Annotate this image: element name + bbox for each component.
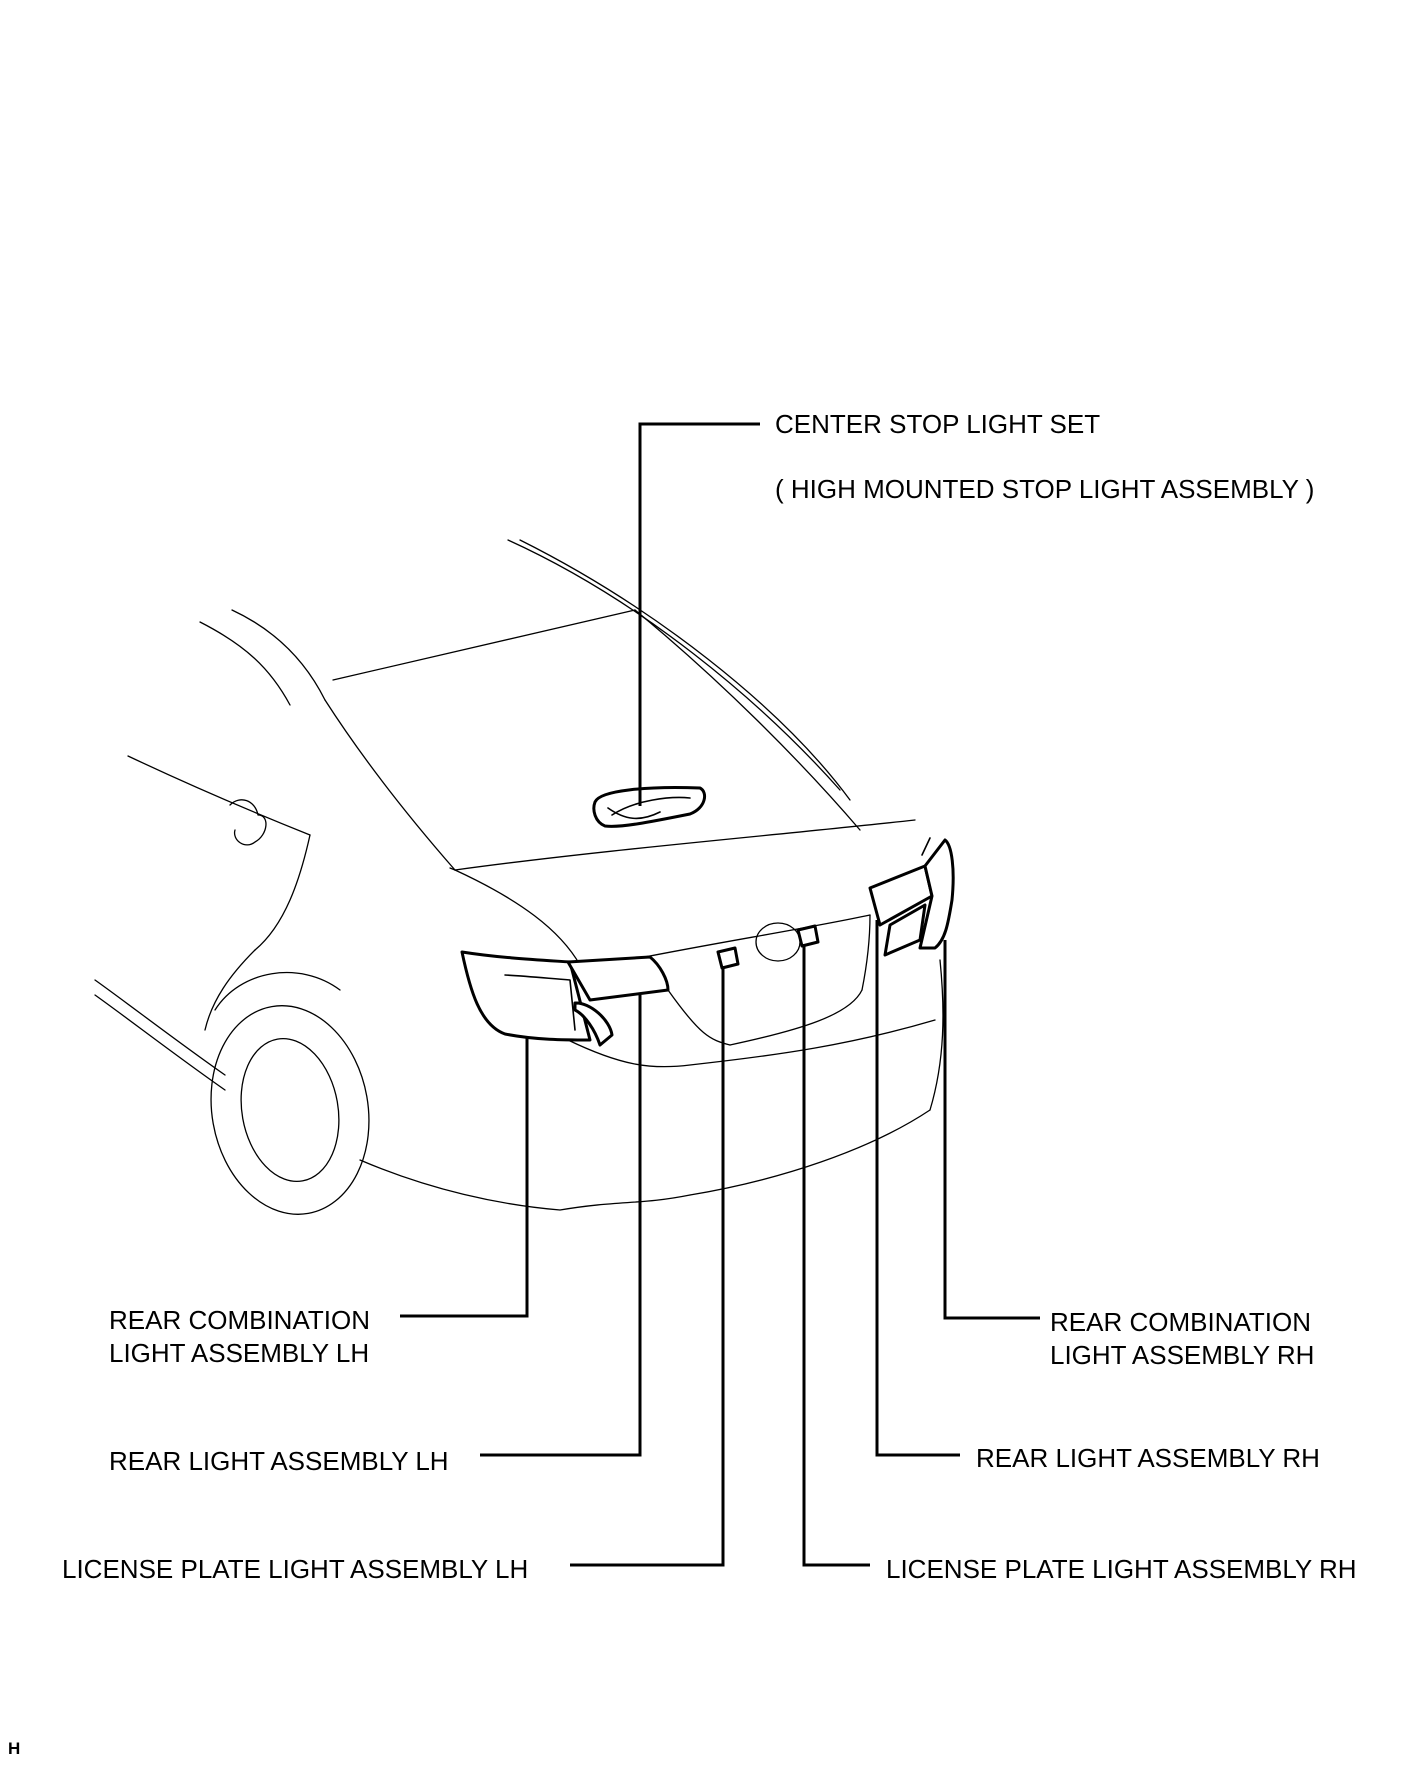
corner-mark: H	[8, 1739, 21, 1758]
leader-license-lh	[570, 966, 725, 1567]
label-rear-combination-rh-line1: REAR COMBINATION	[1050, 1307, 1311, 1337]
car-body-outline	[94, 539, 944, 1215]
license-plate-light-lh-shape	[716, 946, 740, 970]
rear-combination-light-rh-shape	[918, 838, 955, 950]
leader-rear-light-rh	[875, 920, 960, 1457]
rear-combination-light-lh-shape	[460, 950, 592, 1042]
leader-lines	[400, 422, 1040, 1567]
center-stop-light-shape	[592, 786, 707, 828]
rear-light-lh-shape	[566, 955, 670, 1002]
label-rear-combination-lh-line2: LIGHT ASSEMBLY LH	[109, 1338, 370, 1368]
label-license-plate-light-lh: LICENSE PLATE LIGHT ASSEMBLY LH	[62, 1554, 529, 1584]
leader-rear-light-lh	[480, 995, 642, 1457]
leader-rear-combination-rh	[943, 940, 1040, 1320]
label-rear-light-lh: REAR LIGHT ASSEMBLY LH	[109, 1446, 449, 1476]
license-plate-light-rh-shape	[796, 924, 820, 948]
label-rear-combination-rh-line2: LIGHT ASSEMBLY RH	[1050, 1340, 1315, 1370]
label-license-plate-light-rh: LICENSE PLATE LIGHT ASSEMBLY RH	[886, 1554, 1357, 1584]
label-rear-combination-lh-line1: REAR COMBINATION	[109, 1305, 370, 1335]
light-assemblies	[460, 786, 955, 1047]
leader-license-rh	[802, 944, 870, 1567]
leader-center-stop	[638, 422, 760, 806]
label-high-mounted-stop-light: ( HIGH MOUNTED STOP LIGHT ASSEMBLY )	[775, 474, 1315, 504]
leader-rear-combination-lh	[400, 1038, 529, 1318]
label-center-stop-light: CENTER STOP LIGHT SET	[775, 409, 1101, 439]
label-rear-light-rh: REAR LIGHT ASSEMBLY RH	[976, 1443, 1320, 1473]
